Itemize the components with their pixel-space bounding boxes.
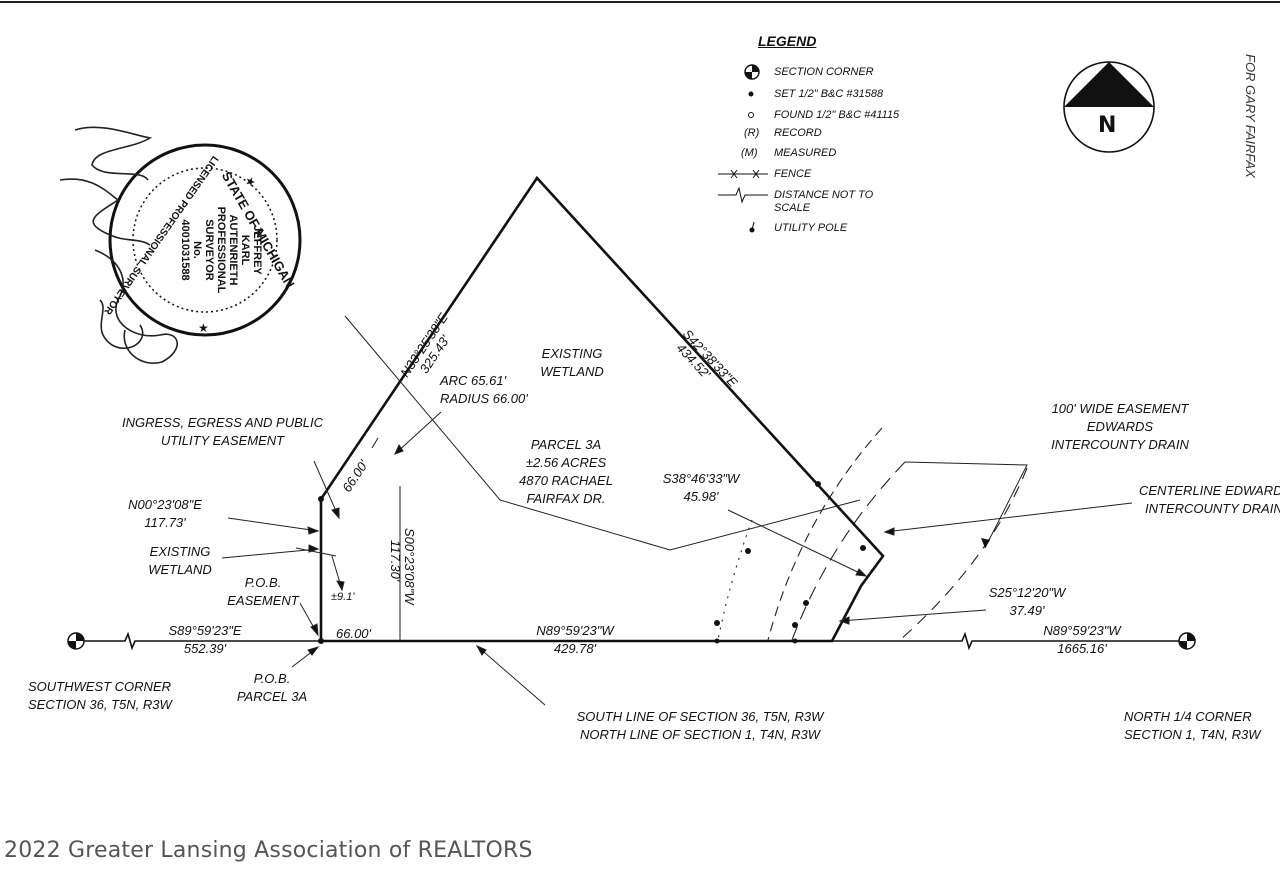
ne-section-corner-icon xyxy=(1178,632,1196,650)
legend-distance-not-to-scale: DISTANCE NOT TO SCALE xyxy=(774,189,874,214)
seal-line-2: KARL xyxy=(239,234,251,266)
north-arrow-icon xyxy=(1063,61,1155,153)
sixty-six-bottom-label: 66.00' xyxy=(336,626,372,641)
seal-line-7: 4001031588 xyxy=(179,219,191,281)
sw-section-corner-icon xyxy=(67,632,85,650)
utility-pole-icon xyxy=(749,221,755,233)
fence-icon xyxy=(718,169,768,179)
wetland-line xyxy=(344,315,861,551)
seal-line-6: No. xyxy=(191,241,203,259)
seal-line-1: JEFFREY xyxy=(251,225,263,275)
legend-measured-symbol: (M) xyxy=(741,147,758,159)
plus-minus-label: ±9.1' xyxy=(331,591,355,603)
seal-line-3: AUTENRIETH xyxy=(227,214,239,286)
legend-utility-pole: UTILITY POLE xyxy=(774,222,848,234)
edge-text: FOR GARY FAIRFAX xyxy=(1243,54,1258,178)
legend-set-pin: SET 1/2" B&C #31588 xyxy=(774,88,884,100)
svg-text:★: ★ xyxy=(198,321,209,335)
north-label: N xyxy=(1098,113,1117,138)
signature-icon xyxy=(59,126,179,364)
leader-lines xyxy=(221,411,1133,706)
drain-easement-lines xyxy=(717,427,1028,641)
seal-line-5: SURVEYOR xyxy=(203,219,215,281)
legend-title: LEGEND xyxy=(758,33,817,49)
legend-measured: MEASURED xyxy=(774,147,837,159)
legend-fence: FENCE xyxy=(774,168,812,180)
seal-line-4: PROFESSIONAL xyxy=(215,206,227,294)
watermark: 2022 Greater Lansing Association of REAL… xyxy=(4,838,533,863)
legend-record: RECORD xyxy=(774,127,822,139)
legend-section-corner: SECTION CORNER xyxy=(774,66,874,78)
pob-easement-label: P.O.B.EASEMENT xyxy=(227,575,299,608)
arc-radius-label: ARC 65.61'RADIUS 66.00' xyxy=(440,373,528,406)
section-corner-icon xyxy=(744,64,760,80)
pob-parcel-label: P.O.B.PARCEL 3A xyxy=(236,671,308,704)
utility-poles xyxy=(714,481,866,628)
seal-name-block: JEFFREY KARL AUTENRIETH PROFESSIONAL SUR… xyxy=(179,180,263,320)
found-pin-icon xyxy=(748,112,754,118)
legend-record-symbol: (R) xyxy=(744,127,760,139)
set-pin-icon xyxy=(748,91,754,97)
break-line-icon xyxy=(718,186,768,204)
pins xyxy=(318,496,798,644)
svg-text:★: ★ xyxy=(243,176,258,188)
easement-callout xyxy=(904,461,1028,549)
legend-symbols xyxy=(718,64,768,233)
legend-found-pin: FOUND 1/2" B&C #41115 xyxy=(774,109,900,121)
